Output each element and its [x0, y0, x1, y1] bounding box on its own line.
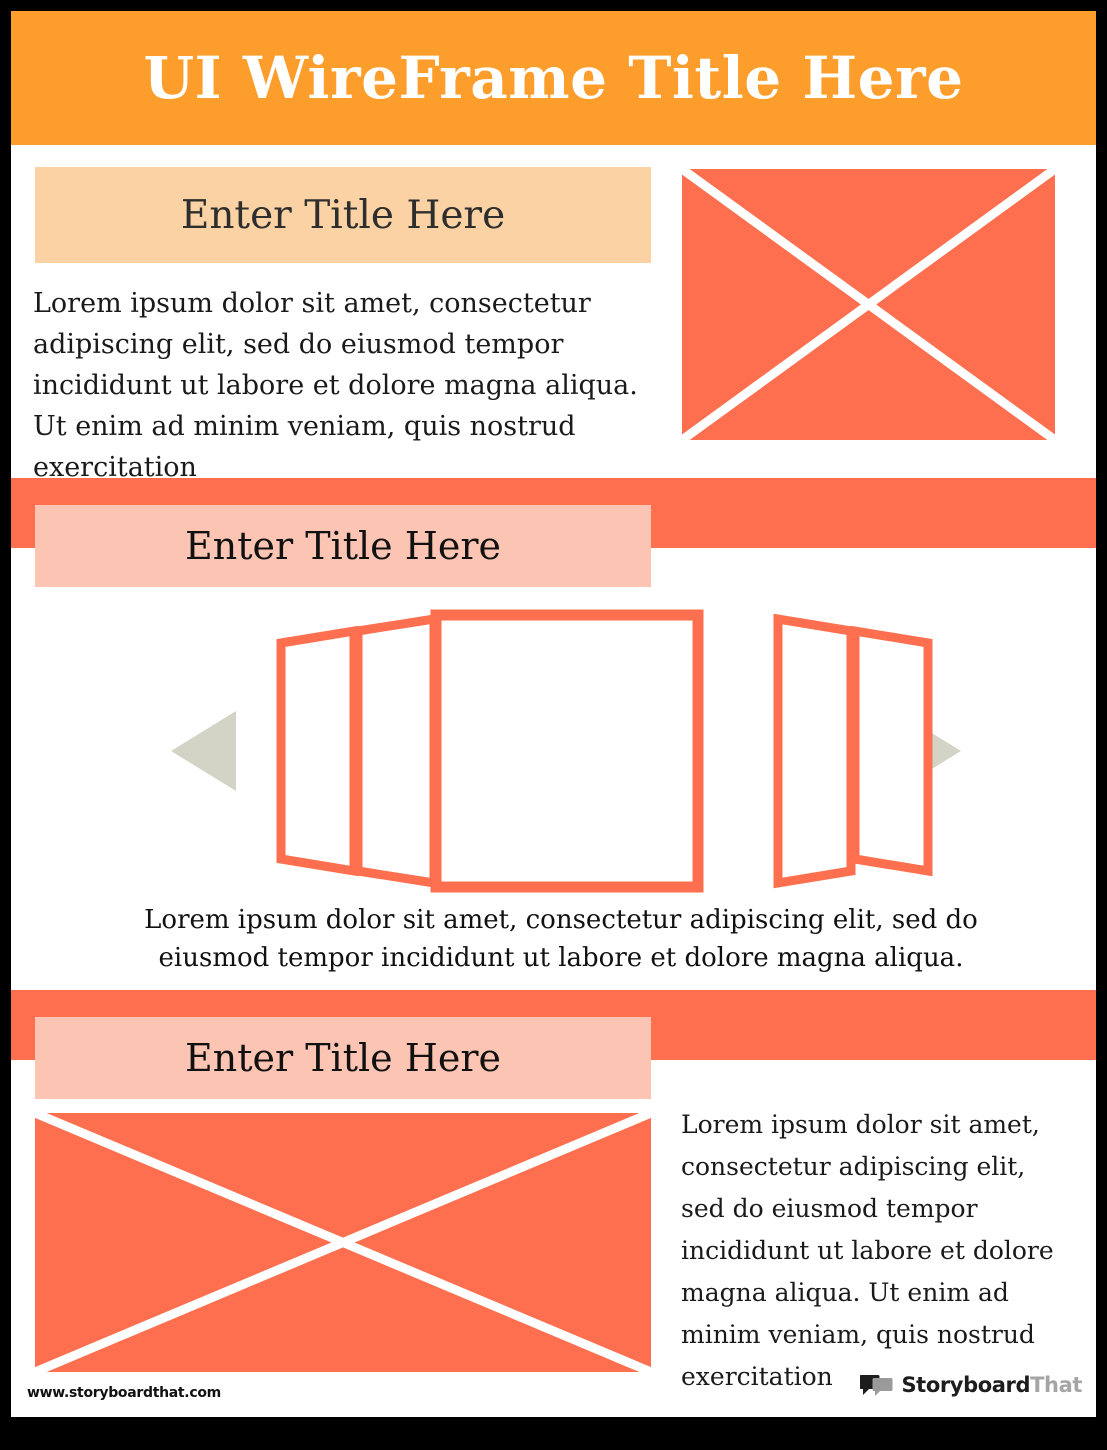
section-2-title: Enter Title Here	[185, 524, 501, 568]
section-3-title: Enter Title Here	[185, 1036, 501, 1080]
carousel-panel-far-left[interactable]	[276, 625, 359, 877]
carousel-panel-left[interactable]	[353, 613, 439, 889]
carousel-prev-arrow-icon[interactable]	[171, 711, 236, 791]
section-1-image-placeholder	[682, 169, 1055, 440]
placeholder-cross-icon	[682, 169, 1055, 440]
footer-website-url[interactable]: www.storyboardthat.com	[27, 1385, 221, 1401]
section-3-body-text: Lorem ipsum dolor sit amet, consectetur …	[681, 1110, 1054, 1391]
poster-canvas: UI WireFrame Title Here Enter Title Here…	[11, 11, 1096, 1417]
storyboardthat-logo[interactable]: StoryboardThat	[860, 1373, 1082, 1397]
carousel-widget[interactable]	[151, 601, 981, 901]
section-2-caption: Lorem ipsum dolor sit amet, consectetur …	[144, 905, 978, 973]
page-title: UI WireFrame Title Here	[143, 44, 964, 112]
speech-bubbles-icon	[860, 1375, 893, 1396]
section-1-body-text: Lorem ipsum dolor sit amet, consectetur …	[33, 288, 638, 483]
header-bar: UI WireFrame Title Here	[11, 11, 1096, 145]
section-3-title-box: Enter Title Here	[35, 1017, 651, 1099]
section-1-title-box: Enter Title Here	[35, 167, 651, 263]
section-2-title-box: Enter Title Here	[35, 505, 651, 587]
section-1-title: Enter Title Here	[180, 192, 506, 238]
section-3-image-placeholder	[35, 1113, 651, 1372]
brand-name-primary: Storyboard	[901, 1373, 1031, 1397]
carousel-panel-center[interactable]	[430, 609, 704, 893]
carousel-panel-right[interactable]	[773, 613, 856, 889]
carousel-panel-far-right[interactable]	[850, 625, 933, 877]
placeholder-cross-icon	[35, 1113, 651, 1372]
brand-name-secondary: That	[1030, 1373, 1082, 1397]
